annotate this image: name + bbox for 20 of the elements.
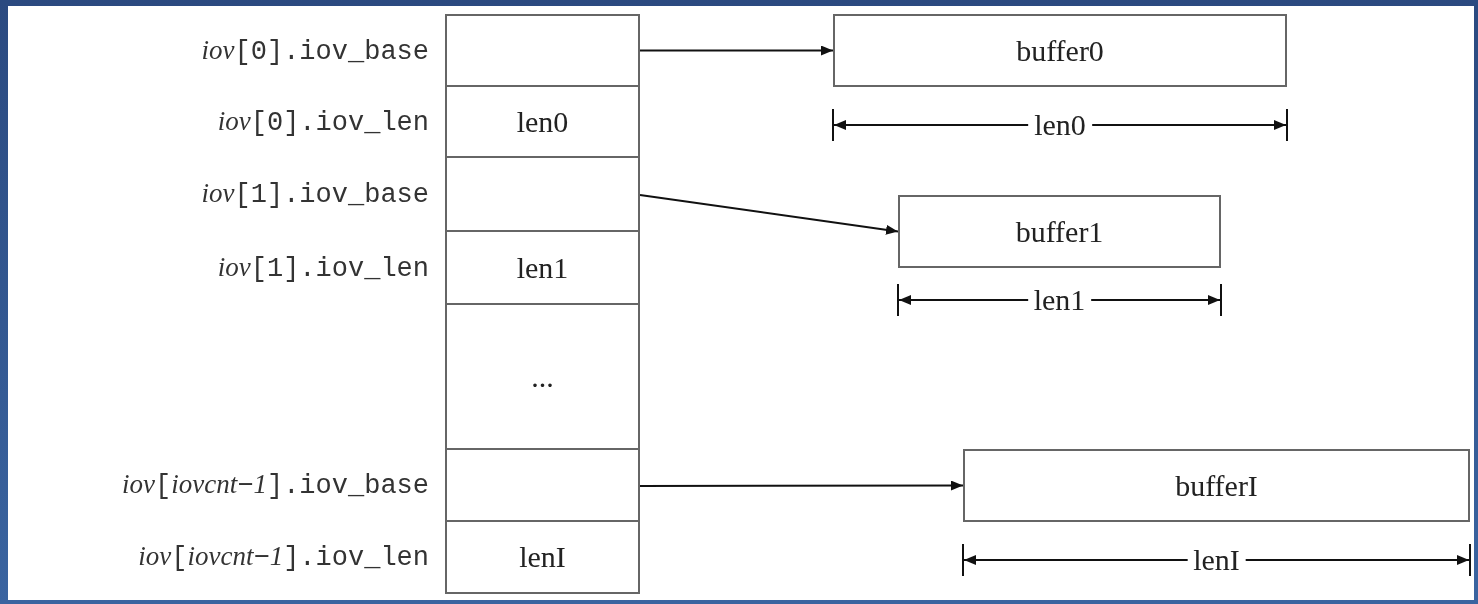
buffer-box xyxy=(898,195,1221,268)
buffer-box xyxy=(963,449,1470,522)
cell-text: len1 xyxy=(515,250,570,285)
field-name: iov[0].iov_base xyxy=(201,34,429,67)
buffer-label: bufferI xyxy=(1174,468,1259,503)
field-name: iov[0].iov_len xyxy=(217,105,429,138)
field-name: iov[1].iov_base xyxy=(201,178,429,210)
buffer-label: buffer1 xyxy=(1014,214,1105,249)
cell-text: lenI xyxy=(518,540,567,574)
buffer-box xyxy=(833,14,1287,87)
cell-text: ... xyxy=(530,359,555,394)
arrow xyxy=(639,45,834,56)
cell-text: len0 xyxy=(515,104,570,139)
array-cell xyxy=(445,305,640,450)
field-name: iov[1].iov_len xyxy=(217,251,429,284)
field-name: iov[iovcnt−1].iov_base xyxy=(122,469,429,501)
field-name: iov[iovcnt−1].iov_len xyxy=(138,541,429,573)
arrow xyxy=(639,194,899,235)
arrow xyxy=(639,480,964,491)
buffer-label: buffer0 xyxy=(1015,33,1105,68)
